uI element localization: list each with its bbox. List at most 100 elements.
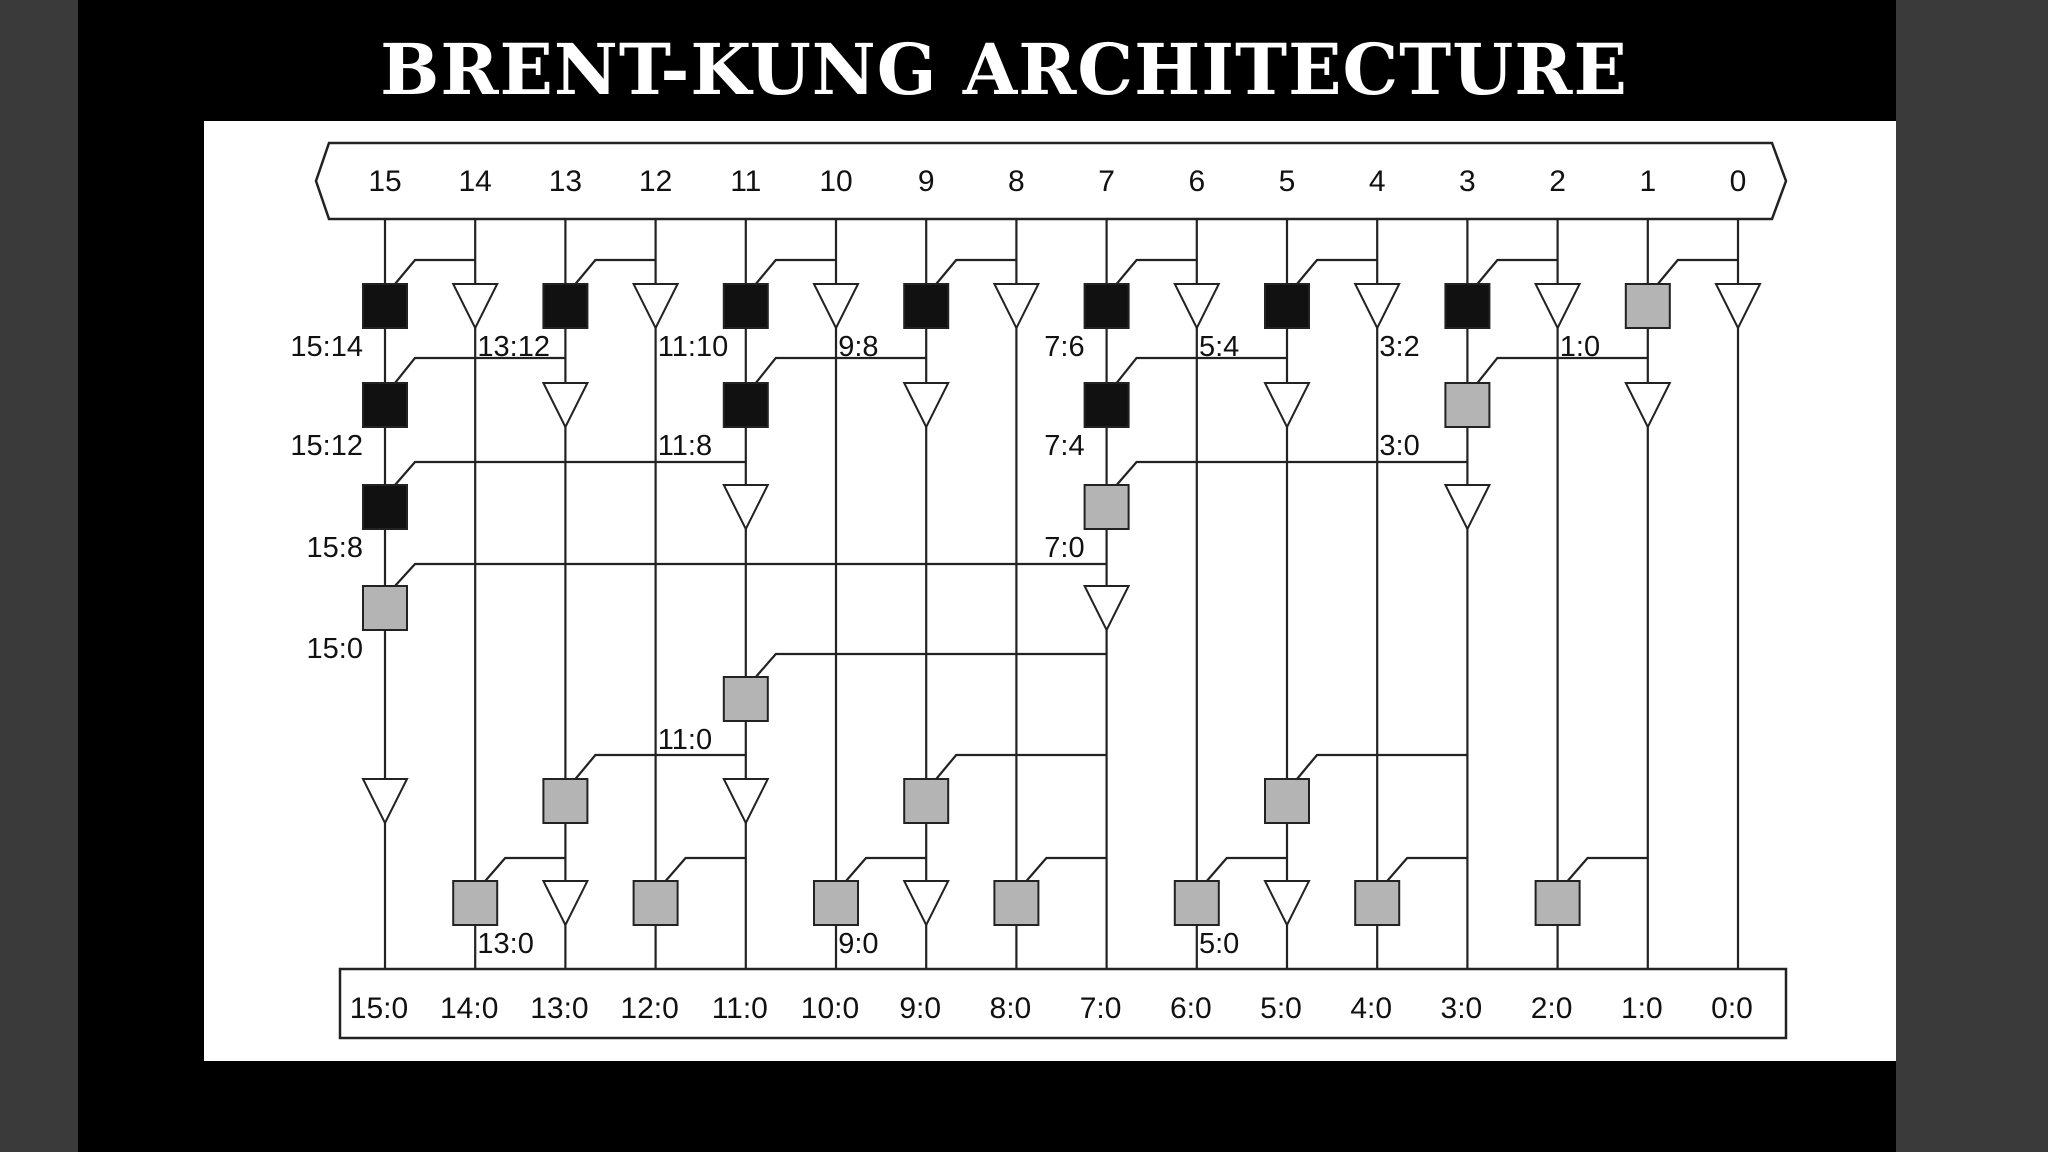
gray-cell-8-r7 (993, 880, 1040, 926)
bottom-bus-label-8: 8:0 (990, 992, 1032, 1025)
bottom-bus-label-10: 10:0 (801, 992, 859, 1025)
feed-wire-7-r1 (1115, 258, 1197, 285)
node-label-7-r1: 7:6 (1044, 331, 1084, 363)
node-label-7-r2: 7:4 (1044, 430, 1084, 462)
gray-cell-9-r6 (903, 778, 950, 824)
black-cell-3-r1 (1444, 283, 1491, 329)
feed-wire-3-r2 (1476, 356, 1648, 384)
buffer-11-r6 (722, 778, 770, 826)
feed-wire-15-r1 (394, 258, 476, 285)
buffer-7-r4 (1082, 585, 1131, 633)
feed-wire-5-r6 (1296, 753, 1468, 780)
node-label-15-r3: 15:8 (307, 532, 363, 564)
black-cell-11-r2 (722, 382, 769, 428)
feed-wire-9-r6 (935, 753, 1107, 780)
node-label-3-r2: 3:0 (1379, 430, 1419, 462)
node-label-5-r7: 5:0 (1199, 928, 1239, 960)
cells-layer (361, 283, 1762, 928)
buffer-15-r6 (361, 778, 409, 826)
top-bus-label-6: 6 (1188, 165, 1205, 198)
top-bus-label-9: 9 (918, 165, 935, 198)
feed-wire-11-r1 (754, 258, 836, 285)
buffer-10-r1 (812, 283, 860, 331)
node-label-9-r7: 9:0 (838, 928, 878, 960)
bottom-bus-label-2: 2:0 (1531, 992, 1573, 1025)
bottom-bus-label-0: 0:0 (1711, 992, 1753, 1025)
node-label-7-r3: 7:0 (1044, 532, 1084, 564)
feed-wire-15-r2 (394, 356, 566, 384)
buffer-9-r2 (902, 382, 950, 430)
top-bus-label-3: 3 (1459, 165, 1476, 198)
feed-wire-10-r7 (845, 856, 927, 882)
node-label-15-r4: 15:0 (307, 633, 363, 665)
slide: BRENT-KUNG ARCHITECTURE 15:14 13:12 11:10 9… (78, 0, 1914, 1152)
gray-cell-14-r7 (452, 880, 499, 926)
gray-cell-7-r3 (1083, 484, 1130, 530)
bottom-bus-label-1: 1:0 (1621, 992, 1663, 1025)
node-label-13-r1: 13:12 (477, 331, 550, 363)
gray-cell-5-r6 (1264, 778, 1310, 824)
bottom-bus-label-13: 13:0 (530, 992, 588, 1025)
buffer-6-r1 (1173, 283, 1221, 331)
bottom-bus-label-12: 12:0 (620, 992, 678, 1025)
top-bus-label-1: 1 (1639, 165, 1656, 198)
top-bus-label-5: 5 (1279, 165, 1296, 198)
bottom-bus-label-11: 11:0 (712, 992, 768, 1025)
gray-cell-1-r1 (1624, 283, 1671, 329)
buffer-13-r2 (541, 382, 590, 430)
feed-wire-6-r7 (1205, 856, 1287, 882)
bottom-bus-label-5: 5:0 (1260, 992, 1302, 1025)
slide-title: BRENT-KUNG ARCHITECTURE (380, 28, 1628, 111)
gray-cell-2-r7 (1534, 880, 1581, 926)
black-cell-15-r1 (362, 283, 408, 329)
bottom-bus-label-6: 6:0 (1170, 992, 1212, 1025)
gray-cell-12-r7 (632, 880, 679, 926)
node-label-11-r2: 11:8 (658, 430, 712, 462)
top-bus-label-0: 0 (1730, 165, 1747, 198)
node-label-11-r1: 11:10 (658, 331, 728, 363)
buffer-12-r1 (631, 283, 680, 331)
feed-wire-12-r7 (664, 856, 746, 882)
top-bus-label-13: 13 (549, 165, 582, 198)
top-bus-label-14: 14 (459, 165, 492, 198)
top-bus-label-10: 10 (819, 165, 852, 198)
top-bus-label-12: 12 (639, 165, 672, 198)
gray-cell-15-r4 (362, 585, 408, 631)
node-label-15-r1: 15:14 (290, 331, 363, 363)
feed-wire-15-r3 (394, 460, 746, 486)
feed-wire-7-r3 (1115, 460, 1468, 486)
bottom-bus-label-15: 15:0 (350, 992, 408, 1025)
gray-cell-6-r7 (1173, 880, 1220, 926)
black-cell-9-r1 (903, 283, 950, 329)
wires-layer (383, 211, 1740, 978)
top-bus-label-7: 7 (1098, 165, 1115, 198)
top-bus-label-4: 4 (1369, 165, 1386, 198)
buffer-5-r2 (1263, 382, 1311, 430)
black-cell-15-r2 (362, 382, 408, 428)
gray-cell-10-r7 (813, 880, 859, 926)
feed-wire-13-r6 (574, 753, 746, 780)
feed-wire-1-r1 (1656, 258, 1738, 285)
gray-cell-13-r6 (542, 778, 589, 824)
top-bus-label-8: 8 (1008, 165, 1025, 198)
feed-wire-4-r7 (1386, 856, 1468, 882)
black-cell-11-r1 (722, 283, 769, 329)
node-label-3-r1: 3:2 (1379, 331, 1419, 363)
feed-wire-2-r7 (1566, 856, 1648, 882)
feed-wire-13-r1 (574, 258, 656, 285)
node-label-15-r2: 15:12 (290, 430, 363, 462)
buffer-5-r7 (1263, 880, 1311, 928)
buffer-13-r7 (541, 880, 590, 928)
buffer-11-r3 (722, 484, 770, 532)
black-cell-7-r2 (1083, 382, 1130, 428)
right-margin (1896, 0, 2048, 1152)
node-label-13-r7: 13:0 (477, 928, 533, 960)
bottom-bus-label-14: 14:0 (440, 992, 498, 1025)
feed-wire-15-r4 (394, 562, 1107, 587)
feed-wire-14-r7 (484, 856, 566, 882)
node-label-1-r1: 1:0 (1560, 331, 1600, 363)
node-label-11-r5: 11:0 (658, 724, 712, 756)
black-cell-5-r1 (1264, 283, 1310, 329)
